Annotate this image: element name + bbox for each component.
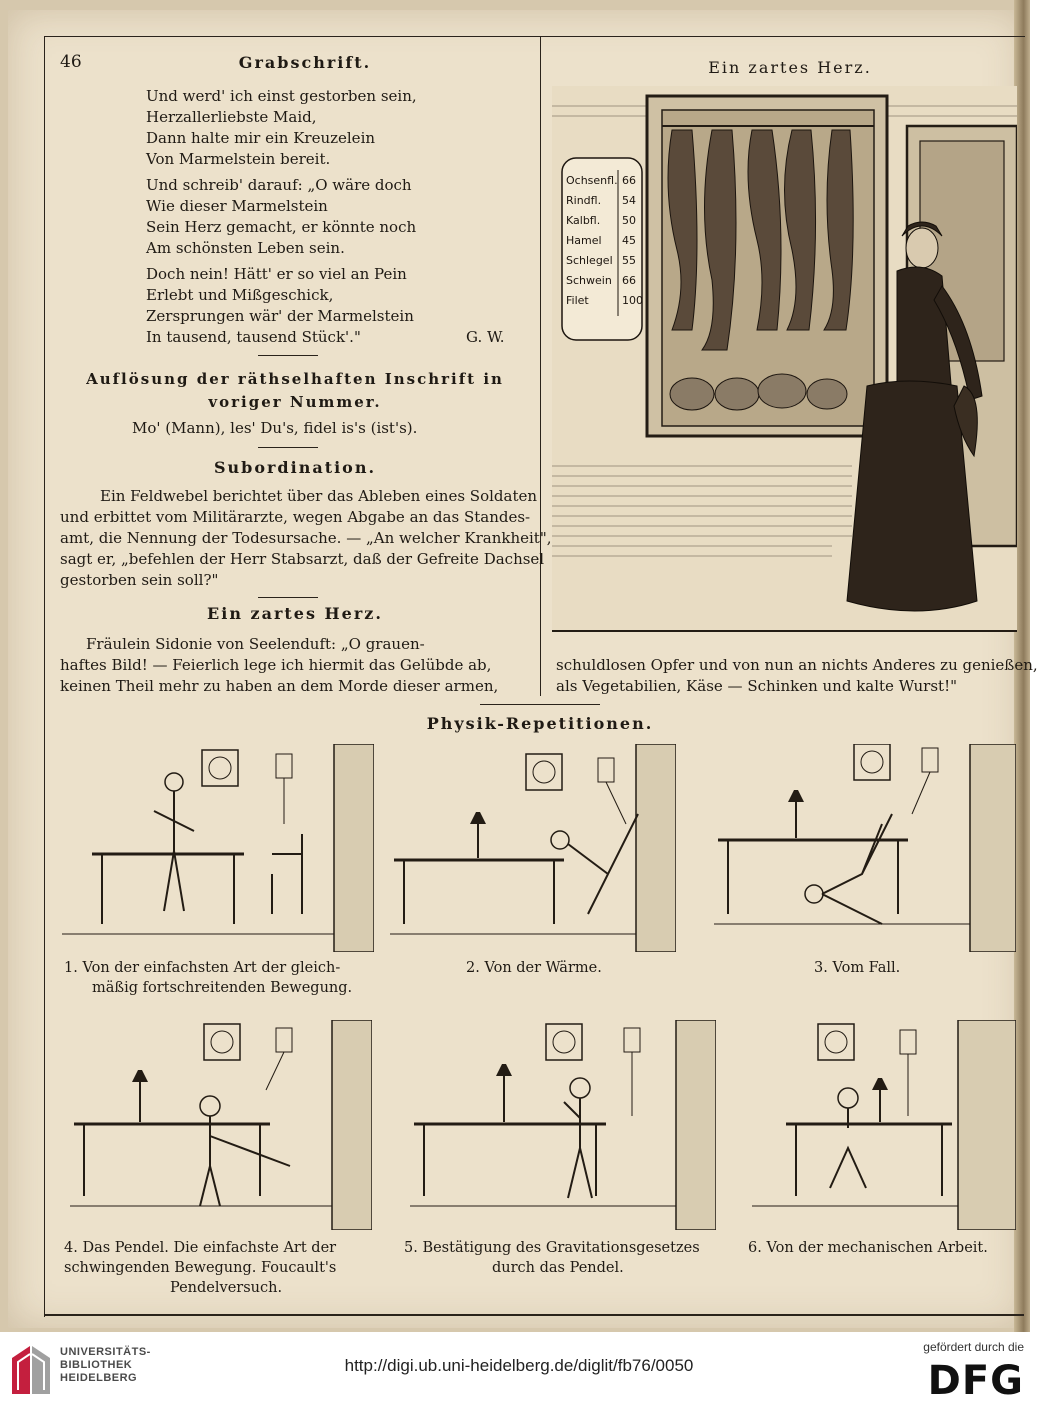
poem-line: Sein Herz gemacht, er könnte noch bbox=[146, 218, 417, 236]
viewer-footer: UNIVERSITÄTS- BIBLIOTHEK HEIDELBERG http… bbox=[0, 1332, 1038, 1408]
text-line: schuldlosen Opfer und von nun an nichts … bbox=[556, 656, 1038, 674]
caption-4: 4. Das Pendel. Die einfachste Art der bbox=[64, 1240, 337, 1256]
price-board-price: 66 bbox=[622, 174, 636, 187]
aufloesung-title: Auflösung der räthselhaften Inschrift in bbox=[86, 370, 504, 388]
poem-author: G. W. bbox=[466, 328, 505, 346]
price-board-item: Kalbfl. bbox=[566, 214, 600, 227]
poem-line: Herzallerliebste Maid, bbox=[146, 108, 317, 126]
poem-line: Und werd' ich einst gestorben sein, bbox=[146, 87, 417, 105]
caption-3: 3. Vom Fall. bbox=[814, 960, 901, 976]
text-line: keinen Theil mehr zu haben an dem Morde … bbox=[60, 677, 499, 695]
price-board-item: Ochsenfl. bbox=[566, 174, 618, 187]
poem-line: Dann halte mir ein Kreuzelein bbox=[146, 129, 376, 147]
physics-panel-2 bbox=[390, 744, 676, 952]
price-board-price: 66 bbox=[622, 274, 636, 287]
text-line: haftes Bild! — Feierlich lege ich hiermi… bbox=[60, 656, 492, 674]
dfg-logo: DFG bbox=[927, 1358, 1024, 1404]
price-board-price: 54 bbox=[622, 194, 636, 207]
text-line: Fräulein Sidonie von Seelenduft: „O grau… bbox=[86, 635, 425, 653]
physics-panel-4 bbox=[70, 1020, 372, 1230]
funding-label: gefördert durch die bbox=[923, 1340, 1024, 1354]
price-board-item: Hamel bbox=[566, 234, 602, 247]
separator-rule bbox=[258, 355, 318, 356]
poem-line: Erlebt und Mißgeschick, bbox=[146, 286, 334, 304]
permalink-url[interactable]: http://digi.ub.uni-heidelberg.de/diglit/… bbox=[344, 1356, 694, 1375]
bottom-rule bbox=[44, 1314, 1024, 1316]
separator-rule bbox=[258, 447, 318, 448]
aufloesung-text: Mo' (Mann), les' Du's, fidel is's (ist's… bbox=[132, 419, 418, 437]
text-line: Ein Feldwebel berichtet über das Ableben… bbox=[100, 487, 538, 505]
poem-line: Doch nein! Hätt' er so viel an Pein bbox=[146, 265, 407, 283]
subordination-title: Subordination. bbox=[213, 458, 377, 477]
text-line: gestorben sein soll?" bbox=[60, 571, 219, 589]
page-frame bbox=[44, 36, 1025, 1317]
price-board-price: 50 bbox=[622, 214, 636, 227]
grabschrift-title: Grabschrift. bbox=[238, 53, 372, 72]
library-name: UNIVERSITÄTS- BIBLIOTHEK HEIDELBERG bbox=[60, 1346, 151, 1385]
caption-5-cont: durch das Pendel. bbox=[492, 1260, 624, 1276]
physics-panel-6 bbox=[752, 1020, 1016, 1230]
price-board-item: Schwein bbox=[566, 274, 612, 287]
book-spine bbox=[1014, 0, 1030, 1332]
caption-6: 6. Von der mechanischen Arbeit. bbox=[748, 1240, 988, 1256]
page-number: 46 bbox=[60, 52, 82, 72]
physics-panel-5 bbox=[410, 1020, 716, 1230]
price-board-item: Schlegel bbox=[566, 254, 613, 267]
poem-line: Und schreib' darauf: „O wäre doch bbox=[146, 176, 412, 194]
separator-rule bbox=[258, 597, 318, 598]
separator-rule bbox=[480, 704, 600, 705]
poem-line: Von Marmelstein bereit. bbox=[146, 150, 331, 168]
library-name-line: UNIVERSITÄTS- bbox=[60, 1346, 151, 1358]
library-name-line: HEIDELBERG bbox=[60, 1372, 138, 1384]
price-board-item: Filet bbox=[566, 294, 589, 307]
caption-4-cont: Pendelversuch. bbox=[170, 1280, 283, 1296]
column-rule bbox=[540, 36, 541, 696]
price-board-price: 45 bbox=[622, 234, 636, 247]
illustration-title: Ein zartes Herz. bbox=[708, 58, 872, 77]
price-board-price: 55 bbox=[622, 254, 636, 267]
poem-line: Zersprungen wär' der Marmelstein bbox=[146, 307, 414, 325]
price-board-price: 100 bbox=[622, 294, 643, 307]
poem-line: Wie dieser Marmelstein bbox=[146, 197, 328, 215]
caption-2: 2. Von der Wärme. bbox=[466, 960, 602, 976]
library-name-line: BIBLIOTHEK bbox=[60, 1359, 133, 1371]
poem-line: In tausend, tausend Stück'." bbox=[146, 328, 361, 346]
physics-panel-3 bbox=[714, 744, 1016, 952]
caption-5: 5. Bestätigung des Gravitationsgesetzes bbox=[404, 1240, 700, 1256]
text-line: als Vegetabilien, Käse — Schinken und ka… bbox=[556, 677, 957, 695]
caption-1: 1. Von der einfachsten Art der gleich- bbox=[64, 960, 341, 976]
zartes-herz-title: Ein zartes Herz. bbox=[207, 604, 383, 623]
university-library-logo-icon bbox=[12, 1346, 50, 1394]
text-line: amt, die Nennung der Todesursache. — „An… bbox=[60, 529, 552, 547]
text-line: sagt er, „befehlen der Herr Stabsarzt, d… bbox=[60, 550, 545, 568]
caption-4-cont: schwingenden Bewegung. Foucault's bbox=[64, 1260, 337, 1276]
aufloesung-subtitle: voriger Nummer. bbox=[208, 393, 382, 411]
text-line: und erbittet vom Militärarzte, wegen Abg… bbox=[60, 508, 531, 526]
physik-title: Physik-Repetitionen. bbox=[426, 714, 654, 733]
caption-1-cont: mäßig fortschreitenden Bewegung. bbox=[92, 980, 353, 996]
price-board-item: Rindfl. bbox=[566, 194, 601, 207]
physics-panel-1 bbox=[62, 744, 374, 952]
poem-line: Am schönsten Leben sein. bbox=[146, 239, 345, 257]
